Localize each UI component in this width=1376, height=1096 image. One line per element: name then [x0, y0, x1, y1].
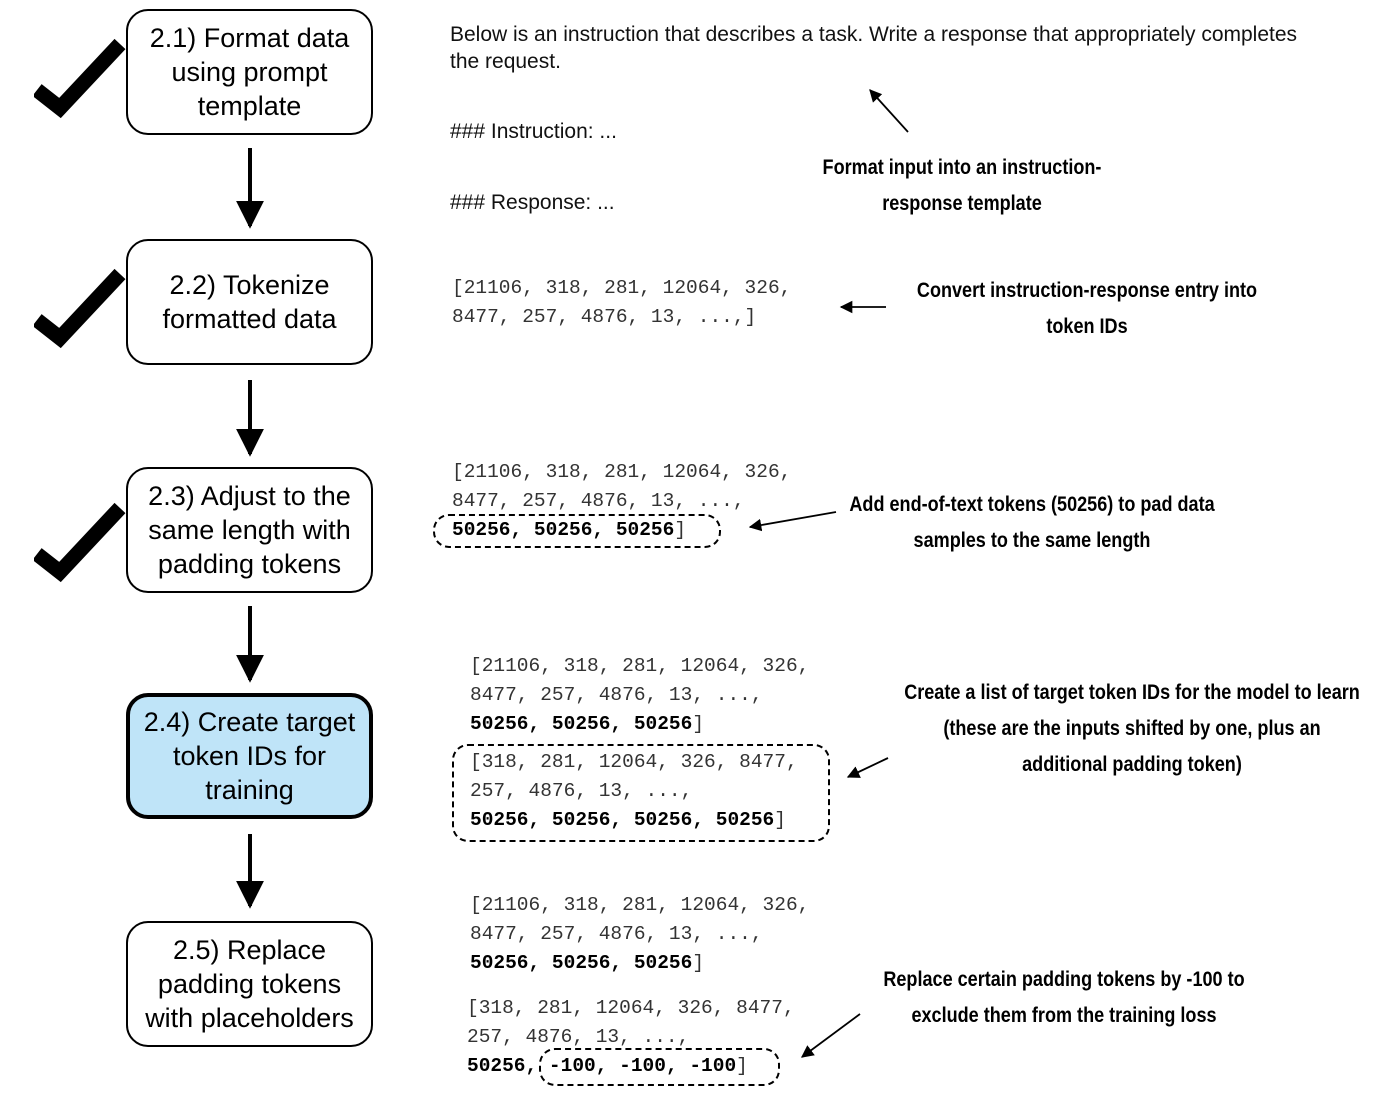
checkmark-icon: [34, 268, 126, 349]
pad-tokens: 50256, 50256, 50256: [470, 713, 693, 735]
token-line: 257, 4876, 13, ...,: [470, 780, 693, 802]
checkmark-icon: [34, 38, 126, 119]
pad-tokens: 50256, 50256, 50256: [452, 519, 675, 541]
token-line: [21106, 318, 281, 12064, 326,: [470, 894, 810, 916]
step-create-targets: 2.4) Create target token IDs for trainin…: [126, 693, 373, 819]
step-label: 2.5) Replace padding tokens with placeho…: [145, 935, 354, 1033]
step-label: 2.2) Tokenize formatted data: [162, 270, 337, 334]
token-close: ]: [674, 519, 687, 541]
token-close: ]: [774, 809, 786, 831]
token-close: ]: [692, 713, 705, 735]
note-targets: Create a list of target token IDs for th…: [904, 681, 1360, 776]
token-close: ]: [736, 1055, 748, 1077]
step-format-data: 2.1) Format data using prompt template: [126, 9, 373, 135]
padding-highlight-box: [433, 514, 721, 548]
placeholder-highlight-box: [539, 1048, 780, 1086]
target-ids: [318, 281, 12064, 326, 8477, 257, 4876, …: [470, 748, 798, 835]
token-line: 8477, 257, 4876, 13, ...,]: [452, 306, 757, 328]
token-line: [21106, 318, 281, 12064, 326,: [452, 461, 792, 483]
note-pad: Add end-of-text tokens (50256) to pad da…: [849, 493, 1215, 552]
template-instruction: ### Instruction: ...: [450, 120, 617, 143]
target-inputs: [21106, 318, 281, 12064, 326, 8477, 257,…: [470, 652, 809, 739]
token-line: 8477, 257, 4876, 13, ...,: [470, 923, 763, 945]
step-label: 2.3) Adjust to the same length with padd…: [148, 481, 351, 579]
tokenized-ids: [21106, 318, 281, 12064, 326, 8477, 257,…: [452, 274, 791, 332]
pointer-replace: [800, 1013, 861, 1058]
token-close: ]: [692, 952, 705, 974]
note-tokenize: Convert instruction-response entry into …: [916, 279, 1258, 338]
token-line: [21106, 318, 281, 12064, 326,: [452, 277, 792, 299]
token-line: 8477, 257, 4876, 13, ...,: [452, 490, 745, 512]
token-line: 8477, 257, 4876, 13, ...,: [470, 684, 763, 706]
pointer-pad: [748, 511, 837, 532]
pointer-format: [869, 89, 909, 133]
token-line: [318, 281, 12064, 326, 8477,: [470, 751, 798, 773]
step-label: 2.4) Create target token IDs for trainin…: [143, 707, 356, 805]
token-line: 257, 4876, 13, ...,: [467, 1026, 690, 1048]
padded-ids: [21106, 318, 281, 12064, 326, 8477, 257,…: [452, 458, 791, 545]
replace-target-ids: [318, 281, 12064, 326, 8477, 257, 4876, …: [467, 994, 795, 1081]
template-response: ### Response: ...: [450, 191, 615, 214]
pad-tokens: 50256, 50256, 50256: [470, 952, 693, 974]
note-replace: Replace certain padding tokens by -100 t…: [883, 968, 1245, 1027]
masked-tokens: -100, -100, -100: [548, 1055, 737, 1077]
pad-tokens: 50256, 50256, 50256, 50256: [470, 809, 775, 831]
note-format: Format input into an instruction-respons…: [822, 156, 1102, 215]
step-tokenize: 2.2) Tokenize formatted data: [126, 239, 373, 365]
step-replace-padding: 2.5) Replace padding tokens with placeho…: [126, 921, 373, 1047]
pointer-targets: [846, 757, 889, 778]
step-adjust-length: 2.3) Adjust to the same length with padd…: [126, 467, 373, 593]
kept-pad-token: 50256,: [467, 1055, 538, 1077]
targets-highlight-box: [452, 744, 830, 842]
template-intro: Below is an instruction that describes a…: [450, 23, 1298, 73]
checkmark-icon: [34, 502, 126, 583]
replace-inputs: [21106, 318, 281, 12064, 326, 8477, 257,…: [470, 891, 809, 978]
token-line: [21106, 318, 281, 12064, 326,: [470, 655, 810, 677]
token-line: [318, 281, 12064, 326, 8477,: [467, 997, 795, 1019]
step-label: 2.1) Format data using prompt template: [149, 23, 350, 121]
